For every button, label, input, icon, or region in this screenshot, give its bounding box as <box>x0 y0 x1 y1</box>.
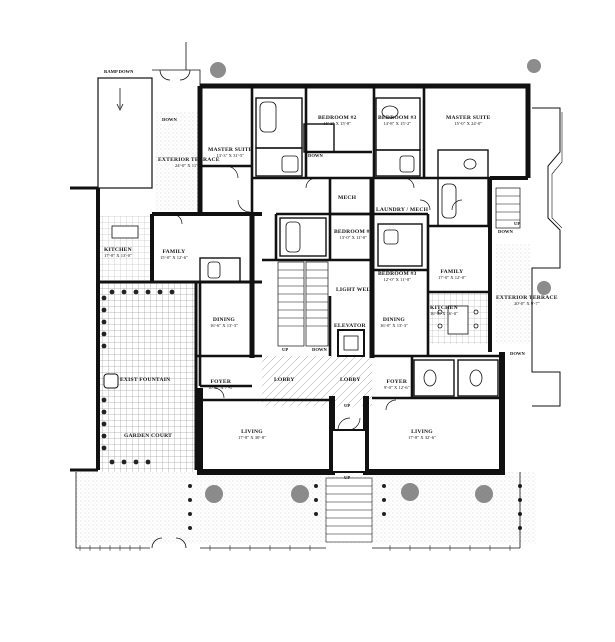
neighboring-building <box>531 107 561 407</box>
fountain <box>103 373 119 389</box>
room-dims: 10'-6" X 7'-6" <box>208 384 234 390</box>
room-exterior-terrace-right: EXTERIOR TERRACE 20'-0" X 9'-7" <box>496 295 558 307</box>
room-name: FAMILY <box>162 249 186 255</box>
room-name: LOBBY <box>340 377 361 383</box>
trees <box>205 59 551 503</box>
bathroom-partitions <box>199 97 499 397</box>
room-living-right: LIVING 17'-8" X 32'-6" <box>408 429 436 441</box>
room-dims: 17'-8" X 30'-8" <box>238 434 266 440</box>
marker-down: DOWN <box>162 117 177 122</box>
room-dining-left: DINING 16'-6" X 13'-3" <box>210 317 238 329</box>
room-family-right: FAMILY 17'-0" X 12'-0" <box>438 269 466 281</box>
room-name: LOBBY <box>274 377 295 383</box>
room-bedroom-2: BEDROOM #2 15'-2" X 15'-8" <box>318 115 357 127</box>
room-name: BEDROOM #2 <box>334 229 373 235</box>
room-dims: 14'-8" X 15'-2" <box>383 120 412 126</box>
room-dims: 9'-0" X 12'-6" <box>384 384 410 390</box>
room-dims: 24'-0" X 11'-0" <box>175 162 203 168</box>
room-dims: 12'-0" X 11'-0" <box>383 276 412 282</box>
ramp-down-label: RAMP DOWN <box>104 69 134 74</box>
room-exist-fountain: EXIST FOUNTAIN <box>120 377 171 384</box>
room-name: EXTERIOR TERRACE <box>158 157 220 163</box>
room-name: EXTERIOR TERRACE <box>496 295 558 301</box>
room-lobby-left: LOBBY <box>274 377 295 384</box>
exterior-terrace-left-floor <box>155 112 201 210</box>
room-name: DINING <box>212 317 235 323</box>
room-light-well: LIGHT WELL <box>336 287 375 294</box>
room-mech: MECH <box>338 195 357 202</box>
elevator-shaft <box>337 329 365 357</box>
room-name: GARDEN COURT <box>124 433 173 439</box>
marker-up: UP <box>344 403 351 408</box>
ramp <box>97 77 153 189</box>
room-lobby-right: LOBBY <box>340 377 361 384</box>
room-name: BEDROOM #3 <box>378 271 417 277</box>
room-laundry-mech: LAUNDRY / MECH <box>376 207 429 214</box>
marker-down: DOWN <box>312 347 327 352</box>
entry-steps <box>325 477 373 543</box>
room-name: KITCHEN <box>104 247 132 253</box>
room-name: EXIST FOUNTAIN <box>120 377 171 383</box>
marker-up: UP <box>514 221 521 226</box>
room-master-suite-right: MASTER SUITE 15'-0" X 24'-0" <box>446 115 491 127</box>
marker-up: UP <box>282 347 289 352</box>
room-dims: 15'-0" X 24'-0" <box>454 120 483 126</box>
room-dims: 17'-8" X 13'-0" <box>104 252 132 258</box>
room-name: MECH <box>338 195 357 201</box>
room-dims: 17'-0" X 12'-0" <box>438 274 466 280</box>
room-master-suite-left: MASTER SUITE 13'-3" X 31'-5" <box>208 147 253 159</box>
lobby-floor <box>262 356 372 406</box>
room-exterior-terrace-left: EXTERIOR TERRACE 24'-0" X 11'-0" <box>158 157 220 169</box>
room-dims: 16'-6" X 13'-3" <box>210 322 238 328</box>
room-name: FOYER <box>386 379 408 385</box>
room-bedroom-3-top: BEDROOM #3 14'-8" X 15'-2" <box>378 115 417 127</box>
furniture <box>111 225 479 335</box>
room-dims: 13'-0" X 11'-0" <box>339 234 368 240</box>
marker-down: DOWN <box>308 153 323 158</box>
room-name: BEDROOM #3 <box>378 115 417 121</box>
room-family-left: FAMILY 15'-0" X 12'-6" <box>160 249 188 261</box>
room-elevator: ELEVATOR <box>334 323 366 330</box>
front-landscape <box>76 472 536 544</box>
front-fence <box>75 472 521 549</box>
room-dims: 16'-0" X 16'-0" <box>430 310 458 316</box>
room-name: BEDROOM #2 <box>318 115 357 121</box>
room-kitchen-right: KITCHEN 16'-0" X 16'-0" <box>430 305 458 317</box>
room-dims: 15'-2" X 15'-8" <box>323 120 352 126</box>
room-name: MASTER SUITE <box>446 115 491 121</box>
room-name: ELEVATOR <box>334 323 366 329</box>
room-name: LIVING <box>411 429 433 435</box>
room-dims: 16'-0" X 13'-3" <box>380 322 408 328</box>
room-bedroom-2-center: BEDROOM #2 13'-0" X 11'-0" <box>334 229 373 241</box>
stairs <box>277 187 521 347</box>
room-name: LIVING <box>241 429 263 435</box>
room-dims: 20'-0" X 9'-7" <box>514 300 540 306</box>
room-dims: 13'-3" X 31'-5" <box>216 152 245 158</box>
room-name: DINING <box>382 317 405 323</box>
room-name: FOYER <box>210 379 232 385</box>
marker-up: UP <box>344 475 351 480</box>
room-foyer-left: FOYER 10'-6" X 7'-6" <box>208 379 234 391</box>
room-name: KITCHEN <box>430 305 458 311</box>
entry-vestibule <box>331 429 367 473</box>
room-name: FAMILY <box>440 269 464 275</box>
room-foyer-right: FOYER 9'-0" X 12'-6" <box>384 379 410 391</box>
room-kitchen-left: KITCHEN 17'-8" X 13'-0" <box>104 247 132 259</box>
rear-gate <box>152 42 201 108</box>
room-living-left: LIVING 17'-8" X 30'-8" <box>238 429 266 441</box>
marker-down: DOWN <box>168 211 183 216</box>
exterior-terrace-right-floor <box>496 244 530 344</box>
marker-down: DOWN <box>498 229 513 234</box>
room-dims: 17'-8" X 32'-6" <box>408 434 436 440</box>
room-name: LAUNDRY / MECH <box>376 207 429 213</box>
room-bedroom-3-center: BEDROOM #3 12'-0" X 11'-0" <box>378 271 417 283</box>
room-dims: 15'-0" X 12'-6" <box>160 254 188 260</box>
room-name: MASTER SUITE <box>208 147 253 153</box>
room-name: LIGHT WELL <box>336 287 375 293</box>
bathroom-fixtures <box>207 101 483 387</box>
room-garden-court: GARDEN COURT <box>124 433 173 440</box>
marker-down: DOWN <box>510 351 525 356</box>
room-dining-right: DINING 16'-0" X 13'-3" <box>380 317 408 329</box>
